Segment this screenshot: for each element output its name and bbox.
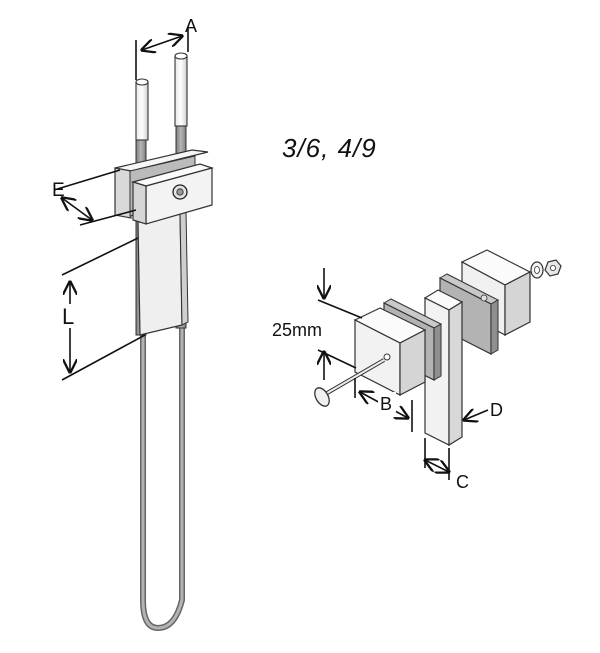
bolt-head — [314, 387, 330, 407]
label-d: D — [490, 400, 503, 420]
dimension-c: C — [425, 438, 469, 492]
dimension-b: B — [354, 378, 413, 432]
exploded-clamp-assembly — [314, 249, 562, 447]
label-a: A — [185, 16, 197, 36]
dimension-d: D — [464, 400, 503, 420]
label-l: L — [62, 304, 74, 329]
label-e: E — [52, 180, 65, 201]
model-designation: 3/6, 4/9 — [282, 133, 377, 163]
dimension-e: E — [52, 169, 137, 226]
dimension-l: L — [60, 237, 146, 381]
heating-element — [114, 52, 215, 632]
label-b: B — [380, 394, 392, 414]
label-c: C — [456, 472, 469, 492]
dimension-a: A — [135, 16, 197, 80]
wire-loop — [140, 320, 185, 632]
left-terminal-rod — [135, 81, 149, 141]
dimension-25mm: 25mm — [272, 268, 363, 380]
right-terminal-rod — [174, 55, 188, 127]
label-25mm: 25mm — [272, 320, 322, 340]
ceramic-sleeve — [137, 211, 183, 336]
